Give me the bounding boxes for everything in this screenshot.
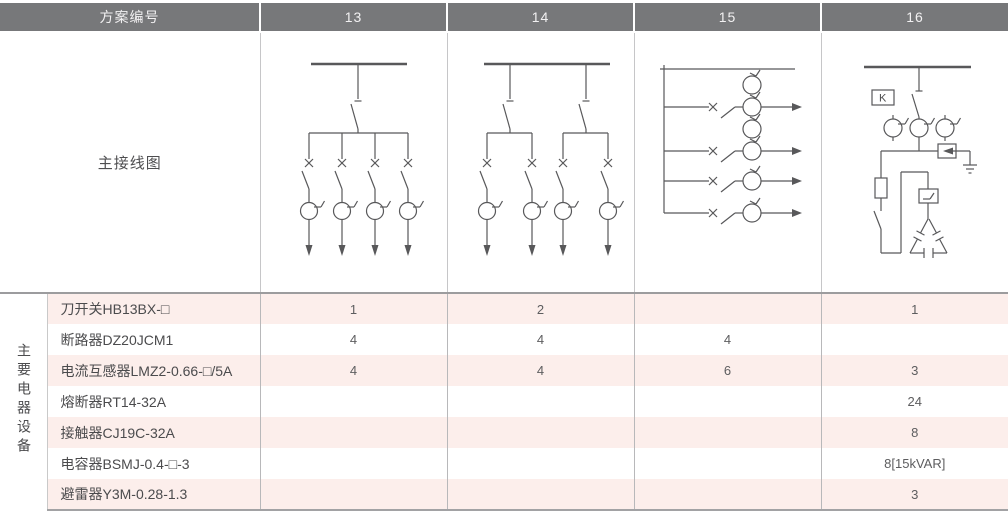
qty-14 xyxy=(446,417,634,448)
qty-16: 3 xyxy=(820,479,1008,511)
qty-15 xyxy=(633,417,821,448)
qty-15 xyxy=(633,293,821,324)
qty-15 xyxy=(633,386,821,417)
scheme-15-header: 15 xyxy=(633,3,821,33)
k-box xyxy=(870,89,895,106)
qty-13 xyxy=(259,448,447,479)
table-row: 主要电器设备 刀开关HB13BX-□ 1 2 1 xyxy=(0,293,1008,510)
feeder-4 xyxy=(598,132,624,257)
qty-13 xyxy=(259,417,447,448)
equipment-name: 电容器BSMJ-0.4-□-3 xyxy=(47,448,260,479)
feeder-4 xyxy=(662,197,803,225)
qty-15: 4 xyxy=(633,324,821,355)
equipment-name: 避雷器Y3M-0.28-1.3 xyxy=(47,479,260,511)
qty-13 xyxy=(259,386,447,417)
k-box-label: K xyxy=(879,93,887,105)
fuse-icon xyxy=(873,177,888,199)
table-row: 电容器BSMJ-0.4-□-3 8[15kVAR] xyxy=(0,448,1008,479)
equipment-group-label: 主要电器设备 xyxy=(0,293,48,510)
scheme-number-header: 方案编号 xyxy=(0,3,260,33)
equipment-name: 电流互感器LMZ2-0.66-□/5A xyxy=(47,355,260,386)
header-row: 方案编号 13 14 15 16 xyxy=(0,3,1008,33)
table-row: 断路器DZ20JCM1 4 4 4 xyxy=(0,324,1008,355)
qty-14: 4 xyxy=(446,324,634,355)
knife-switch-left xyxy=(501,64,513,133)
scheme-14-header: 14 xyxy=(446,3,634,33)
qty-14: 4 xyxy=(446,355,634,386)
qty-14 xyxy=(446,448,634,479)
equipment-name: 熔断器RT14-32A xyxy=(47,386,260,417)
qty-16: 1 xyxy=(820,293,1008,324)
ct-group xyxy=(882,117,961,138)
table-row: 避雷器Y3M-0.28-1.3 3 xyxy=(0,479,1008,511)
equipment-name: 刀开关HB13BX-□ xyxy=(47,293,260,324)
extra-ct-2 xyxy=(741,113,762,139)
wiring-diagram-13 xyxy=(259,32,447,294)
scheme-16-header: 16 xyxy=(820,3,1008,33)
extra-ct-1 xyxy=(741,69,762,95)
feeder-2 xyxy=(662,135,803,163)
qty-14 xyxy=(446,386,634,417)
table-row: 熔断器RT14-32A 24 xyxy=(0,386,1008,417)
feeder-3 xyxy=(662,165,803,193)
equipment-group-text: 主要电器设备 xyxy=(15,342,32,457)
delta-capacitor-bank xyxy=(908,218,948,258)
qty-14 xyxy=(446,479,634,511)
qty-15: 6 xyxy=(633,355,821,386)
feeder-4 xyxy=(398,132,424,257)
fuse-branch xyxy=(872,151,928,254)
contactor-icon xyxy=(917,188,939,204)
arrester-branch xyxy=(936,143,977,174)
qty-16: 8[15kVAR] xyxy=(820,448,1008,479)
knife-switch-right xyxy=(577,64,589,133)
qty-14: 2 xyxy=(446,293,634,324)
table-row: 电流互感器LMZ2-0.66-□/5A 4 4 6 3 xyxy=(0,355,1008,386)
qty-16: 3 xyxy=(820,355,1008,386)
wiring-diagram-15 xyxy=(633,32,821,294)
feeder-2 xyxy=(332,132,358,257)
feeder-3 xyxy=(365,132,391,257)
qty-16 xyxy=(820,324,1008,355)
diagram-15-svg xyxy=(659,65,803,225)
wiring-diagram-row: 主接线图 xyxy=(0,32,1008,294)
diagram-16-svg: K xyxy=(863,65,977,258)
qty-16: 8 xyxy=(820,417,1008,448)
feeder-1 xyxy=(477,132,503,257)
qty-13: 4 xyxy=(259,355,447,386)
main-wiring-diagram-label: 主接线图 xyxy=(0,32,260,294)
scheme-comparison-table: 方案编号 13 14 15 16 主接线图 xyxy=(0,3,1008,511)
wiring-diagram-16: K xyxy=(820,32,1008,294)
diagram-14-svg xyxy=(477,62,624,257)
diagram-13-svg xyxy=(299,62,424,257)
qty-13: 4 xyxy=(259,324,447,355)
table-row: 接触器CJ19C-32A 8 xyxy=(0,417,1008,448)
qty-15 xyxy=(633,448,821,479)
feeder-1 xyxy=(662,91,803,119)
qty-16: 24 xyxy=(820,386,1008,417)
feeder-1 xyxy=(299,132,325,257)
feeder-2 xyxy=(522,132,548,257)
equipment-name: 接触器CJ19C-32A xyxy=(47,417,260,448)
wiring-diagram-14 xyxy=(446,32,634,294)
qty-15 xyxy=(633,479,821,511)
contactor-branch xyxy=(917,172,939,219)
equipment-name: 断路器DZ20JCM1 xyxy=(47,324,260,355)
scheme-13-header: 13 xyxy=(259,3,447,33)
qty-13: 1 xyxy=(259,293,447,324)
feeder-3 xyxy=(553,132,579,257)
qty-13 xyxy=(259,479,447,511)
